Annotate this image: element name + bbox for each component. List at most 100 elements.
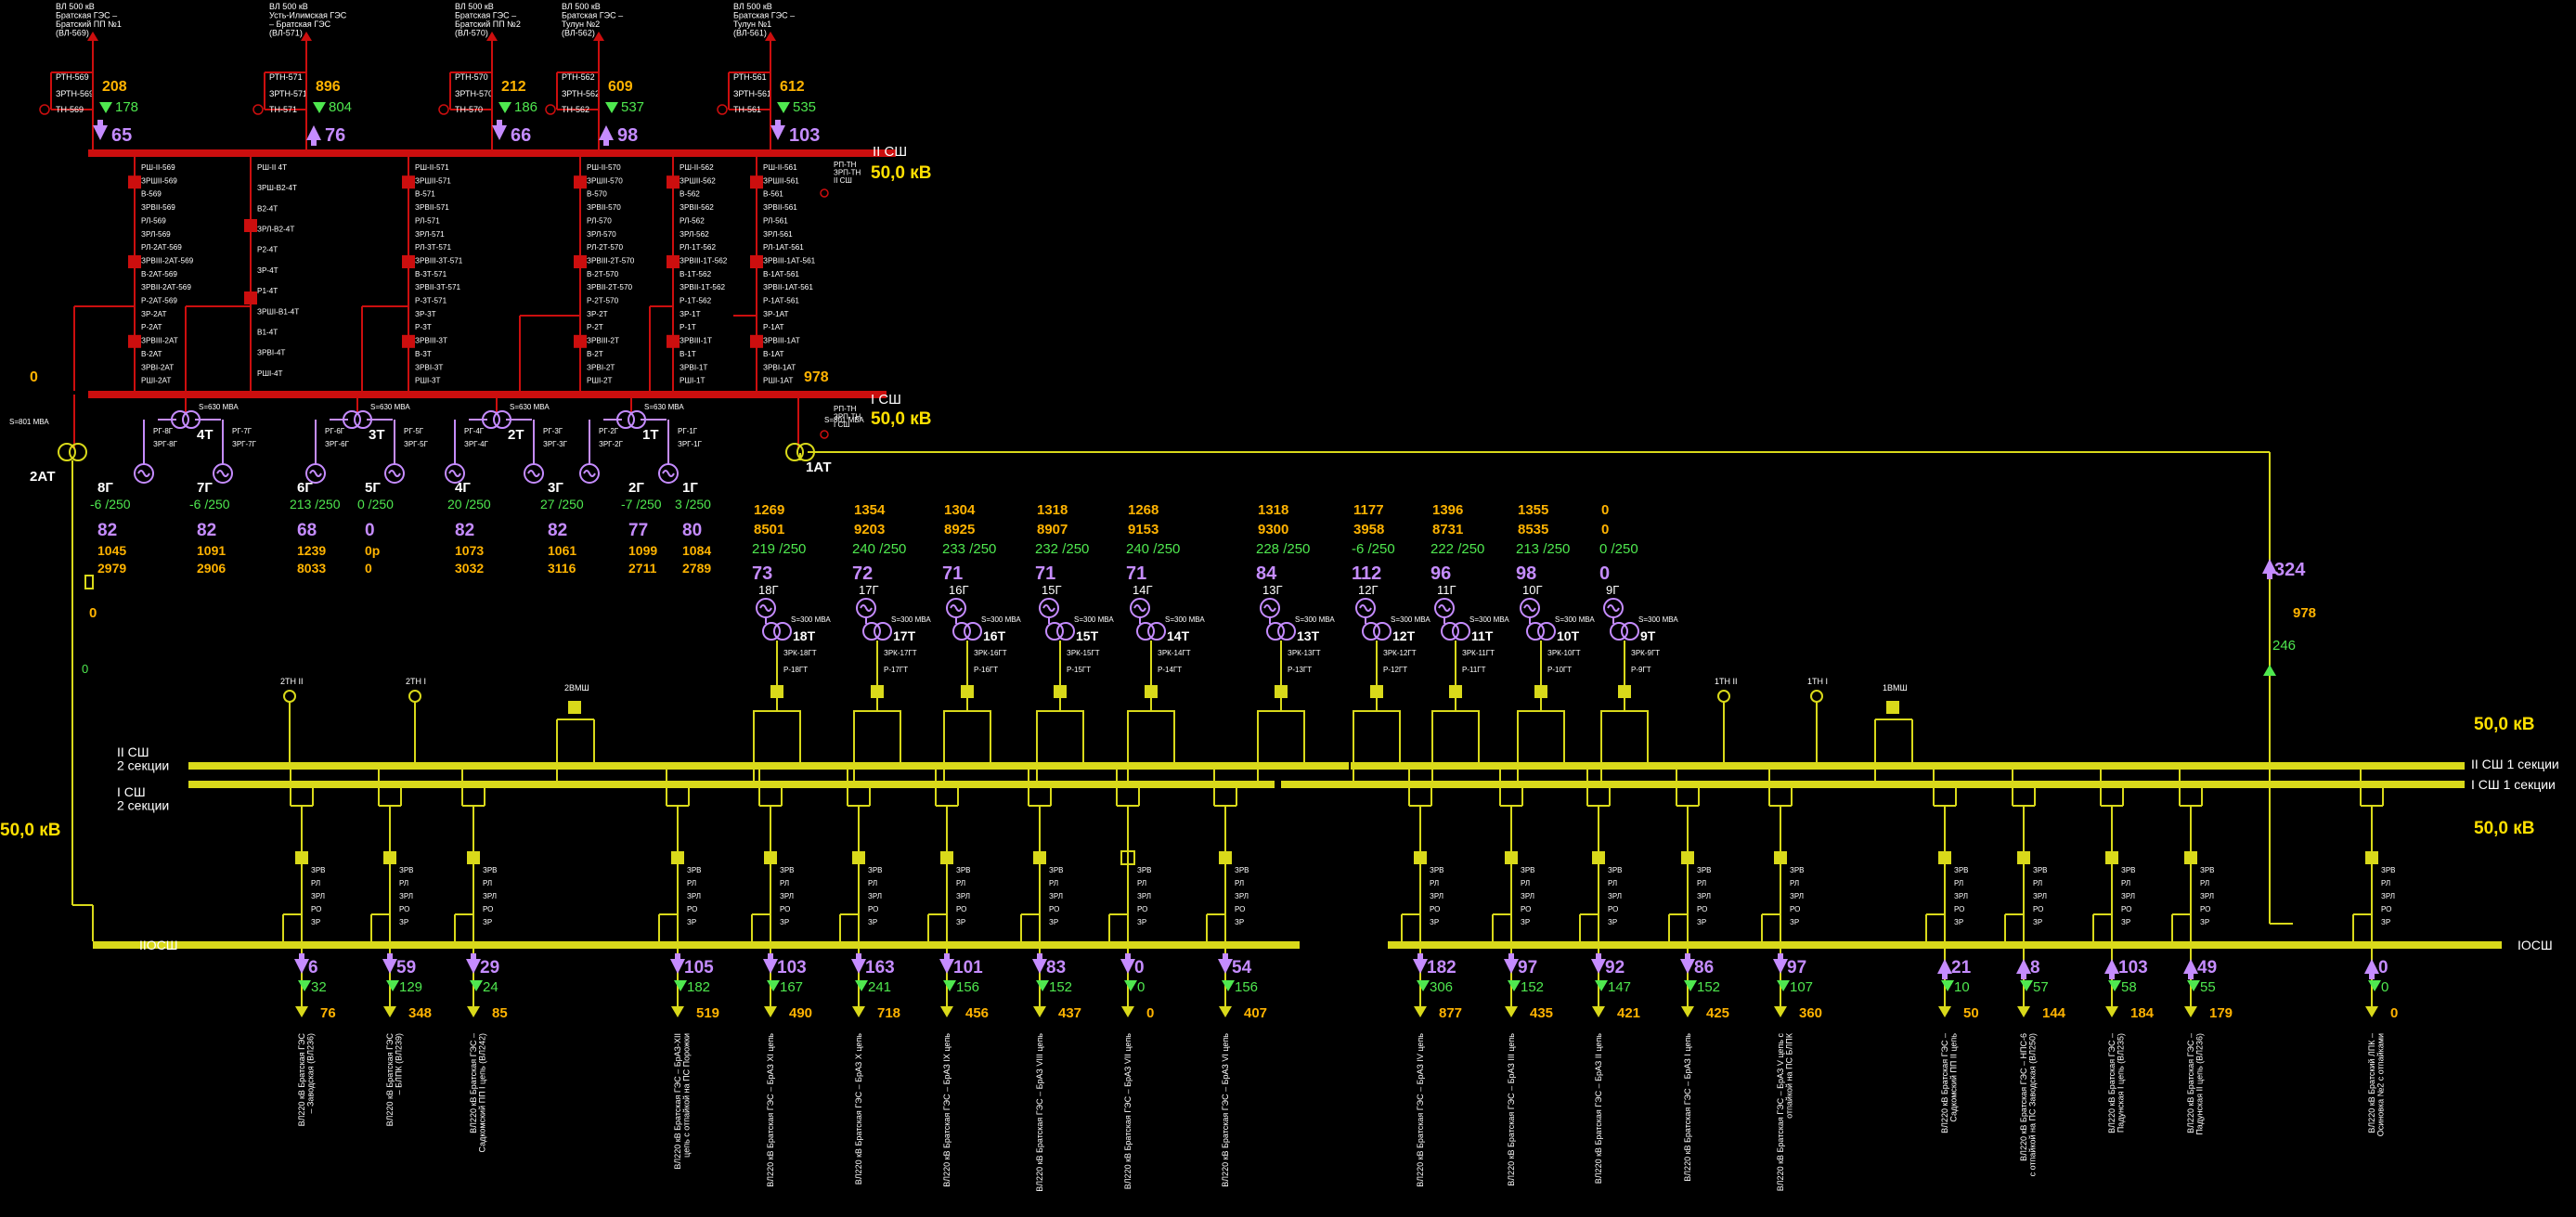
circuit-breaker[interactable] [467, 851, 480, 864]
gen-500-i: 82 [97, 521, 117, 540]
generator-wave-icon [388, 470, 401, 477]
line-220-name: ВЛ220 кВ Братская ГЭС – БрАЗ XI цепь [766, 1033, 775, 1187]
circuit-breaker[interactable] [1505, 851, 1518, 864]
block-breaker[interactable] [871, 685, 884, 698]
circuit-breaker[interactable] [244, 291, 257, 304]
circuit-breaker[interactable] [402, 175, 415, 189]
gen-220-s: 8731 [1432, 522, 1463, 537]
gen-220-p: 0 [1601, 502, 1609, 518]
bus-coupler-breaker[interactable] [568, 701, 581, 714]
block-transformer-icon [862, 622, 881, 641]
block-transformer-rating: S=630 МВА [644, 403, 684, 411]
block-breaker[interactable] [1370, 685, 1383, 698]
circuit-breaker[interactable] [2017, 851, 2030, 864]
circuit-breaker[interactable] [764, 851, 777, 864]
circuit-breaker[interactable] [667, 334, 680, 348]
circuit-breaker[interactable] [667, 175, 680, 189]
gen-220-p: 1177 [1353, 502, 1384, 518]
circuit-breaker[interactable] [402, 255, 415, 268]
line-device-label: ЗРВ [1790, 866, 1805, 874]
circuit-breaker[interactable] [1774, 851, 1787, 864]
device-label: ТН-570 [455, 105, 483, 114]
circuit-breaker[interactable] [574, 255, 587, 268]
gen-220-q: 222 /250 [1430, 541, 1484, 557]
line-220-q-arrow-icon [1684, 980, 1697, 991]
bay-device-label: В-2АТ [141, 350, 162, 358]
block-transformer-220-name: 11Т [1471, 628, 1494, 643]
block-breaker[interactable] [1145, 685, 1158, 698]
transformer-winding-icon [1537, 622, 1556, 641]
line-device-label: РЛ [1137, 879, 1146, 887]
circuit-breaker[interactable] [574, 175, 587, 189]
line-arrow-icon [593, 32, 604, 41]
line-220-p: 144 [2042, 1005, 2066, 1021]
bay-device-label: В-1АТ [763, 350, 784, 358]
bay-device-label: РЛ-3Т-571 [415, 243, 451, 252]
line-220-i: 86 [1694, 958, 1714, 977]
block-breaker[interactable] [1449, 685, 1462, 698]
circuit-breaker[interactable] [667, 255, 680, 268]
circuit-breaker[interactable] [2105, 851, 2118, 864]
circuit-breaker[interactable] [1414, 851, 1427, 864]
bay-device-label: В-569 [141, 190, 162, 199]
block-device-label: Р-10ГТ [1547, 666, 1572, 674]
circuit-breaker[interactable] [295, 851, 308, 864]
block-breaker[interactable] [1534, 685, 1547, 698]
circuit-breaker[interactable] [128, 175, 141, 189]
bay-device-label: ЗРВII-2Т-570 [587, 283, 633, 291]
voltage-transformer-icon [283, 690, 296, 703]
circuit-breaker[interactable] [244, 219, 257, 232]
gen-220-q: 232 /250 [1035, 541, 1089, 557]
bay-device-label: ЗРЛ-561 [763, 230, 793, 239]
circuit-breaker[interactable] [2184, 851, 2197, 864]
circuit-breaker[interactable] [2365, 851, 2378, 864]
at2-value: 0 [89, 605, 97, 621]
circuit-breaker[interactable] [750, 175, 763, 189]
bay-device-label: ЗРВI-2АТ [141, 363, 174, 371]
block-transformer-220-name: 9Т [1640, 628, 1656, 643]
gen-220-q: 0 /250 [1599, 541, 1638, 557]
line-device-label: ЗРЛ [1790, 892, 1804, 900]
gen-220-p: 1268 [1128, 502, 1159, 518]
circuit-breaker[interactable] [671, 851, 684, 864]
circuit-breaker[interactable] [852, 851, 865, 864]
line-device-label: ЗРЛ [2121, 892, 2135, 900]
circuit-breaker[interactable] [128, 255, 141, 268]
circuit-breaker[interactable] [940, 851, 953, 864]
circuit-breaker-open[interactable] [1120, 850, 1135, 865]
block-breaker[interactable] [1054, 685, 1067, 698]
gen-500-name: 2Г [628, 480, 644, 496]
bay-device-label: ЗРВII-571 [415, 203, 449, 212]
circuit-breaker[interactable] [402, 334, 415, 348]
circuit-breaker[interactable] [128, 334, 141, 348]
block-breaker[interactable] [961, 685, 974, 698]
line-220-q: 152 [1521, 979, 1544, 995]
circuit-breaker[interactable] [383, 851, 396, 864]
bus-coupler-breaker[interactable] [1886, 701, 1899, 714]
block-breaker[interactable] [770, 685, 783, 698]
block-breaker[interactable] [1618, 685, 1631, 698]
gen-220-p: 1318 [1258, 502, 1288, 518]
circuit-breaker[interactable] [1938, 851, 1951, 864]
circuit-breaker[interactable] [1681, 851, 1694, 864]
block-transformer-220-name: 13Т [1297, 628, 1320, 643]
gen-500-p: 1073 [455, 543, 484, 558]
circuit-breaker[interactable] [574, 334, 587, 348]
bay-device-label: ЗРШI-В1-4Т [257, 307, 299, 316]
line-device-label: ЗР [1137, 918, 1146, 926]
circuit-breaker[interactable] [750, 334, 763, 348]
bay-device-label: РЛ-1Т-562 [680, 243, 716, 252]
bus-coupler-label: 2ВМШ [564, 683, 589, 693]
circuit-breaker[interactable] [750, 255, 763, 268]
block-breaker[interactable] [1275, 685, 1288, 698]
line-device-label: РО [1235, 905, 1245, 913]
circuit-breaker[interactable] [1219, 851, 1232, 864]
line-500-i: 76 [325, 125, 345, 146]
circuit-breaker[interactable] [1033, 851, 1046, 864]
gen-500-s: 2789 [682, 561, 711, 576]
line-device-label: РЛ [1790, 879, 1799, 887]
circuit-breaker[interactable] [1592, 851, 1605, 864]
block-device-label: ЗРК-13ГТ [1288, 649, 1321, 657]
line-220-direction-arrow-icon [671, 1006, 684, 1017]
line-500-q: 535 [793, 99, 816, 115]
